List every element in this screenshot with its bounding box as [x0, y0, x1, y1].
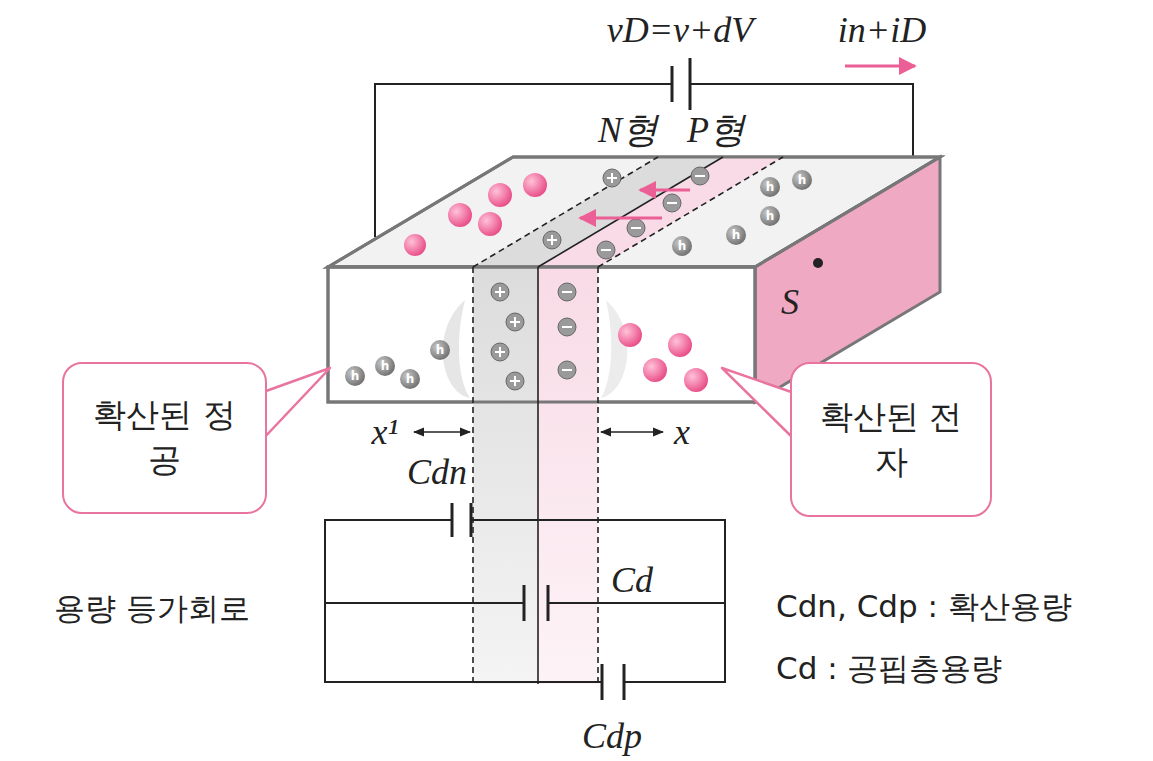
hole-symbol: h: [766, 181, 775, 193]
hole-symbol: h: [678, 240, 687, 252]
note-text: Cdn, Cdp : 확산용량: [776, 591, 1072, 622]
hole-symbol: h: [436, 344, 445, 356]
current-arrow: [845, 65, 915, 68]
callout-box: 확산된 전자: [790, 362, 992, 517]
current-label: in+iD: [838, 12, 926, 48]
hole-symbol: h: [766, 210, 775, 222]
dimension-label: x¹: [372, 414, 399, 450]
dimension-arrows: [414, 431, 663, 433]
area-label: S: [781, 284, 799, 320]
electrons: [404, 173, 708, 392]
hole-symbol: h: [798, 174, 807, 186]
callout-box: 확산된 정공: [62, 362, 267, 514]
dimension-label: x: [674, 414, 690, 450]
callout-leader: [255, 368, 800, 440]
voltage-label: vD=v+dV: [607, 12, 754, 48]
ion-charges: [491, 167, 709, 390]
hole-symbol: h: [732, 229, 741, 241]
hole-symbol: h: [406, 373, 415, 385]
equivalent-circuit: [325, 503, 725, 700]
note-text: Cd : 공핍층용량: [776, 653, 1002, 684]
region-label: P형: [687, 112, 745, 148]
hole-symbol: h: [351, 370, 360, 382]
field-arrow: [580, 217, 662, 220]
field-arrow: [640, 189, 690, 192]
circuit-title: 용량 등가회로: [54, 593, 250, 624]
holes: [345, 170, 812, 389]
hole-symbol: h: [381, 360, 390, 372]
region-label: N형: [598, 112, 658, 148]
capacitor-label: Cdp: [582, 718, 642, 754]
callout-text: 확산된 전자: [816, 395, 966, 484]
capacitor-label: Cdn: [407, 454, 467, 490]
capacitor-label: Cd: [611, 562, 653, 598]
callout-text: 확산된 정공: [90, 393, 240, 482]
